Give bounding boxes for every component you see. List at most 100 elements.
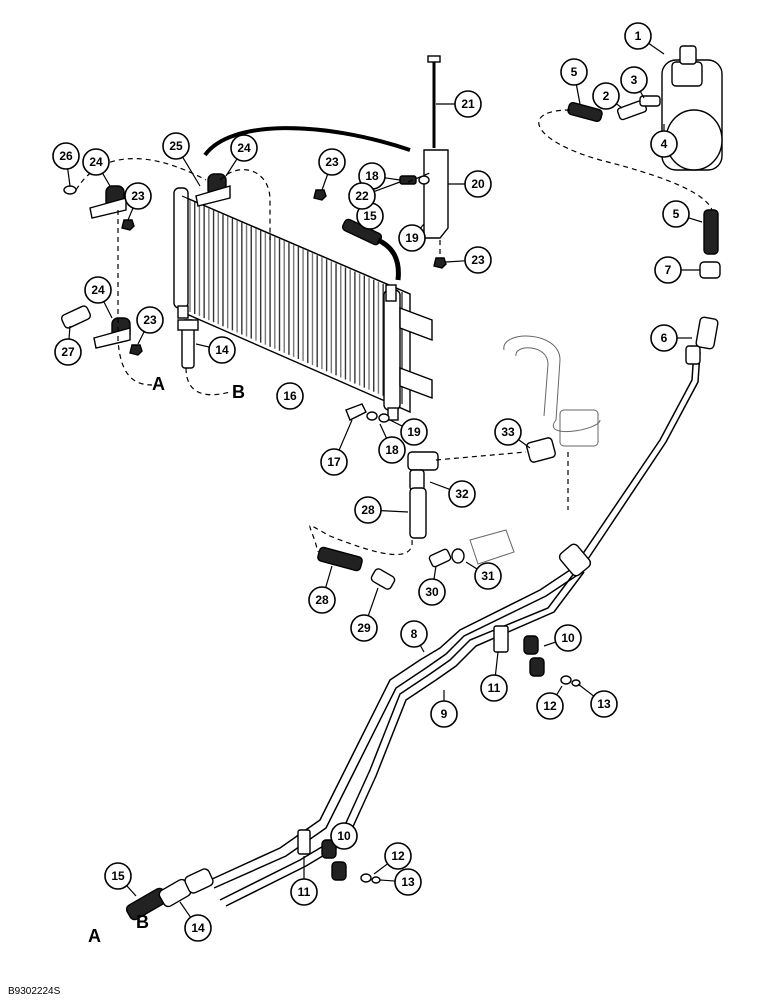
callout-7: 7 bbox=[654, 256, 682, 284]
callout-circle bbox=[308, 586, 336, 614]
leader-line bbox=[384, 177, 401, 181]
callout-number: 15 bbox=[363, 209, 377, 223]
callout-number: 24 bbox=[89, 155, 103, 169]
callout-number: 13 bbox=[401, 875, 415, 889]
line-label-b-lower: B bbox=[136, 912, 149, 932]
callout-27: 27 bbox=[54, 338, 82, 366]
callout-31: 31 bbox=[474, 562, 502, 590]
oil-cooler bbox=[173, 187, 433, 421]
callout-circle bbox=[560, 58, 588, 86]
leader-line bbox=[420, 223, 425, 229]
callout-number: 10 bbox=[337, 829, 351, 843]
callout-25: 25 bbox=[162, 132, 190, 160]
callout-number: 5 bbox=[673, 207, 680, 221]
callout-circle bbox=[464, 246, 492, 274]
callout-circle bbox=[318, 148, 346, 176]
callout-4: 4 bbox=[650, 130, 678, 158]
callout-number: 10 bbox=[561, 631, 575, 645]
leader-line bbox=[465, 561, 478, 570]
callout-number: 4 bbox=[661, 137, 668, 151]
leader-line bbox=[127, 207, 134, 221]
leader-line bbox=[543, 641, 556, 647]
callout-circle bbox=[54, 338, 82, 366]
callout-circle bbox=[624, 22, 652, 50]
callout-circle bbox=[474, 562, 502, 590]
callout-11: 11 bbox=[290, 878, 318, 906]
callout-number: 21 bbox=[461, 97, 475, 111]
leader-line bbox=[380, 510, 409, 513]
callout-circle bbox=[320, 448, 348, 476]
leader-line bbox=[494, 651, 499, 676]
callout-circle bbox=[290, 878, 318, 906]
callout-circle bbox=[650, 324, 678, 352]
callout-circle bbox=[354, 496, 382, 524]
leader-line bbox=[182, 156, 201, 187]
callout-number: 18 bbox=[365, 169, 379, 183]
leader-line bbox=[225, 158, 238, 177]
callout-number: 20 bbox=[471, 177, 485, 191]
leader-line bbox=[575, 84, 581, 105]
callout-circle bbox=[494, 418, 522, 446]
callout-number: 2 bbox=[603, 89, 610, 103]
callout-circle bbox=[208, 336, 236, 364]
leader-line bbox=[616, 103, 623, 109]
callout-circle bbox=[590, 690, 618, 718]
callout-number: 32 bbox=[455, 487, 469, 501]
callout-number: 28 bbox=[315, 593, 329, 607]
callout-number: 5 bbox=[571, 65, 578, 79]
callout-number: 3 bbox=[631, 73, 638, 87]
leader-line bbox=[373, 863, 388, 875]
callout-circle bbox=[230, 134, 258, 162]
callout-number: 27 bbox=[61, 345, 75, 359]
leader-line bbox=[556, 685, 563, 696]
callout-circle bbox=[124, 182, 152, 210]
callout-6: 6 bbox=[650, 324, 678, 352]
callout-13: 13 bbox=[394, 868, 422, 896]
callout-5: 5 bbox=[560, 58, 588, 86]
callout-circle bbox=[162, 132, 190, 160]
callout-20: 20 bbox=[464, 170, 492, 198]
leader-line bbox=[389, 419, 403, 427]
leader-line bbox=[195, 343, 210, 348]
callout-number: 18 bbox=[385, 443, 399, 457]
callout-circle bbox=[400, 620, 428, 648]
callout-number: 31 bbox=[481, 569, 495, 583]
callout-circle bbox=[464, 170, 492, 198]
callout-circle bbox=[454, 90, 482, 118]
callout-8: 8 bbox=[400, 620, 428, 648]
callout-number: 23 bbox=[143, 313, 157, 327]
clamp-mid-left bbox=[93, 317, 131, 349]
leader-line bbox=[126, 885, 137, 897]
callout-number: 1 bbox=[635, 29, 642, 43]
leader-line bbox=[179, 901, 192, 918]
callout-circle bbox=[418, 578, 446, 606]
callout-24: 24 bbox=[82, 148, 110, 176]
callout-2: 2 bbox=[592, 82, 620, 110]
leader-line bbox=[379, 423, 388, 439]
callout-13: 13 bbox=[590, 690, 618, 718]
callout-number: 25 bbox=[169, 139, 183, 153]
callout-24: 24 bbox=[230, 134, 258, 162]
callout-circle bbox=[400, 418, 428, 446]
callout-circle bbox=[554, 624, 582, 652]
callout-circle bbox=[448, 480, 476, 508]
callout-circle bbox=[662, 200, 690, 228]
callout-circle bbox=[84, 276, 112, 304]
callout-circle bbox=[82, 148, 110, 176]
callout-19: 19 bbox=[398, 224, 426, 252]
callout-3: 3 bbox=[620, 66, 648, 94]
callout-number: 29 bbox=[357, 621, 371, 635]
leader-line bbox=[68, 325, 71, 340]
leader-line bbox=[338, 419, 353, 451]
callout-circle bbox=[184, 914, 212, 942]
callout-number: 6 bbox=[661, 331, 668, 345]
callout-number: 30 bbox=[425, 585, 439, 599]
callout-9: 9 bbox=[430, 700, 458, 728]
callout-circle bbox=[350, 614, 378, 642]
callout-number: 12 bbox=[391, 849, 405, 863]
callout-23: 23 bbox=[318, 148, 346, 176]
callout-30: 30 bbox=[418, 578, 446, 606]
leader-line bbox=[367, 587, 379, 616]
leader-line bbox=[648, 42, 665, 55]
